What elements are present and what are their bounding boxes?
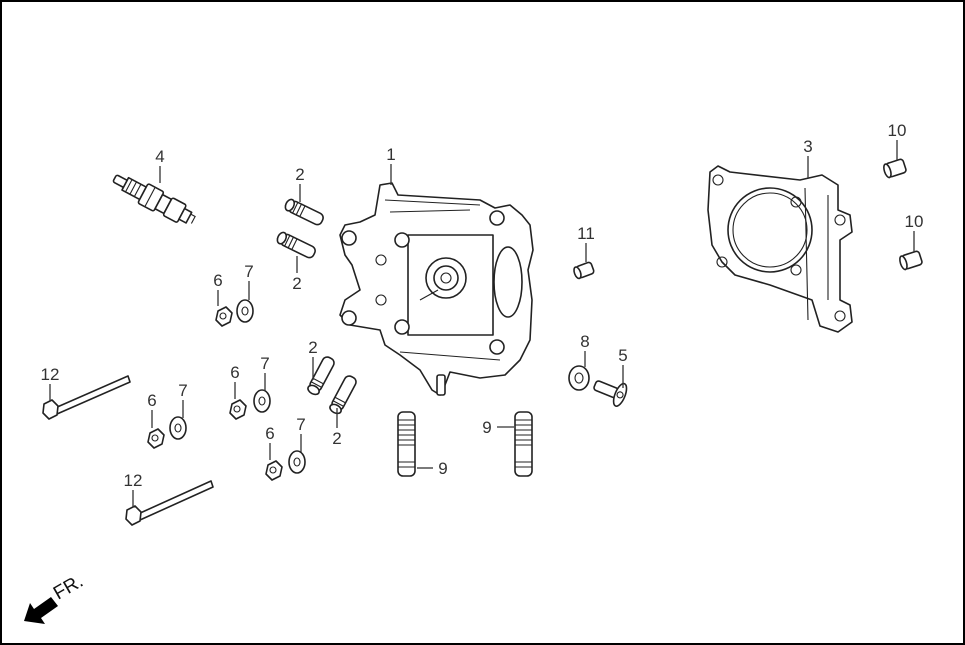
callout-7b: 7 <box>260 354 270 391</box>
svg-text:12: 12 <box>41 365 60 384</box>
washer-part[interactable] <box>253 389 271 413</box>
callout-6b: 6 <box>230 363 240 399</box>
dowel-pin-part[interactable] <box>898 250 923 271</box>
svg-text:7: 7 <box>244 262 253 281</box>
nut-part[interactable] <box>229 399 247 420</box>
washer-part[interactable] <box>169 416 187 440</box>
callout-4: 4 <box>155 147 165 183</box>
svg-text:3: 3 <box>803 137 812 156</box>
svg-text:6: 6 <box>230 363 239 382</box>
arrow-down-left-icon <box>24 597 58 624</box>
svg-text:7: 7 <box>296 415 305 434</box>
cylinder-head-part[interactable] <box>339 182 534 396</box>
svg-text:7: 7 <box>260 354 269 373</box>
svg-text:2: 2 <box>332 429 341 448</box>
callout-2b: 2 <box>292 256 302 293</box>
svg-text:1: 1 <box>386 145 395 164</box>
svg-text:6: 6 <box>147 391 156 410</box>
callout-2d: 2 <box>332 408 342 448</box>
valve-guide-part[interactable] <box>328 374 357 415</box>
svg-text:10: 10 <box>905 212 924 231</box>
washer-part[interactable] <box>236 299 254 323</box>
callout-1: 1 <box>386 145 396 185</box>
svg-text:FR.: FR. <box>50 571 87 604</box>
svg-text:2: 2 <box>308 338 317 357</box>
svg-text:6: 6 <box>265 424 274 443</box>
bolt-part[interactable] <box>591 374 630 408</box>
valve-guide-part[interactable] <box>276 231 317 259</box>
callout-6d: 6 <box>265 424 275 460</box>
svg-text:10: 10 <box>888 121 907 140</box>
callout-6a: 6 <box>213 271 223 306</box>
svg-text:5: 5 <box>618 346 627 365</box>
callout-9b: 9 <box>482 418 514 437</box>
washer-part[interactable] <box>568 365 590 391</box>
callout-7c: 7 <box>178 381 188 418</box>
svg-text:2: 2 <box>292 274 301 293</box>
svg-text:9: 9 <box>482 418 491 437</box>
callout-3: 3 <box>803 137 813 178</box>
callout-7d: 7 <box>296 415 306 452</box>
callout-8: 8 <box>580 332 590 367</box>
valve-guide-part[interactable] <box>284 198 325 226</box>
svg-text:2: 2 <box>295 165 304 184</box>
callout-9a: 9 <box>417 459 448 478</box>
svg-text:7: 7 <box>178 381 187 400</box>
callout-2c: 2 <box>308 338 318 380</box>
nut-part[interactable] <box>215 306 233 327</box>
svg-text:6: 6 <box>213 271 222 290</box>
washer-part[interactable] <box>288 450 306 474</box>
svg-text:11: 11 <box>577 224 595 243</box>
long-bolt-part[interactable] <box>42 375 131 420</box>
valve-guide-part[interactable] <box>306 355 335 396</box>
svg-text:4: 4 <box>155 147 164 166</box>
svg-text:9: 9 <box>438 459 447 478</box>
cylinder-head-gasket-part[interactable] <box>707 165 853 333</box>
callout-2a: 2 <box>295 165 305 202</box>
dowel-pin-part[interactable] <box>882 158 907 179</box>
front-direction-marker: FR. <box>24 571 87 624</box>
callout-6c: 6 <box>147 391 157 428</box>
svg-text:12: 12 <box>124 471 143 490</box>
dowel-pin-part[interactable] <box>573 261 595 280</box>
spark-plug-part[interactable] <box>110 169 199 230</box>
callout-12a: 12 <box>41 365 60 401</box>
nut-part[interactable] <box>147 428 165 449</box>
callout-12b: 12 <box>124 471 143 507</box>
callout-11: 11 <box>577 224 595 262</box>
svg-text:8: 8 <box>580 332 589 351</box>
stud-bolt-part[interactable] <box>397 411 416 477</box>
stud-bolt-part[interactable] <box>514 411 533 477</box>
callout-7a: 7 <box>244 262 254 300</box>
callout-10a: 10 <box>888 121 907 160</box>
nut-part[interactable] <box>265 460 283 481</box>
callout-5: 5 <box>618 346 628 388</box>
long-bolt-part[interactable] <box>125 480 214 526</box>
callout-10b: 10 <box>905 212 924 252</box>
